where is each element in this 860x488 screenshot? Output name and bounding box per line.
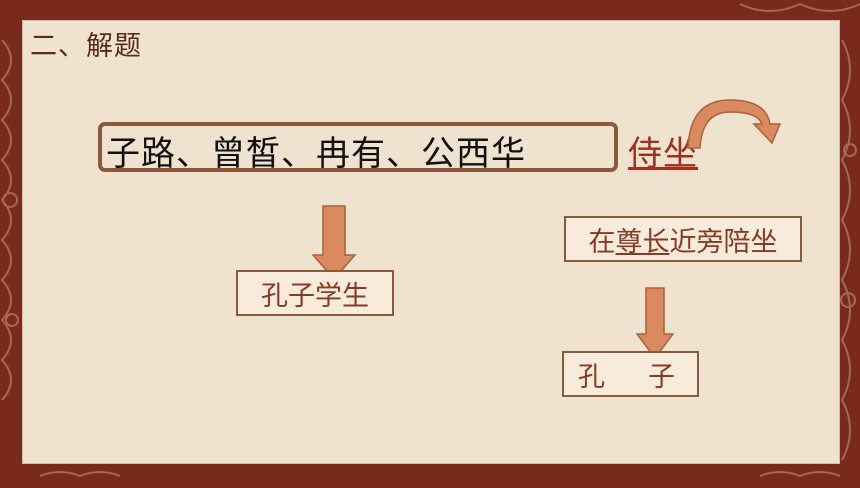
highlight-term: 侍坐 <box>628 134 698 174</box>
names-highlight-box <box>98 122 618 172</box>
students-box: 孔子学生 <box>236 270 394 316</box>
section-title: 二、解题 <box>30 31 142 62</box>
names-text: 子路、曾皙、冉有、公西华 <box>106 134 526 174</box>
down-arrow-students <box>311 205 357 281</box>
down-arrow-kongzi <box>635 287 675 360</box>
meaning-box: 在尊长近旁陪坐 <box>564 216 802 262</box>
meaning-text-1: 在 <box>588 226 616 258</box>
meaning-text-2: 近旁陪坐 <box>669 226 778 258</box>
kongzi-box: 孔 子 <box>562 351 699 397</box>
curved-arrow <box>687 99 782 149</box>
meaning-text-underlined: 尊长 <box>615 226 670 258</box>
